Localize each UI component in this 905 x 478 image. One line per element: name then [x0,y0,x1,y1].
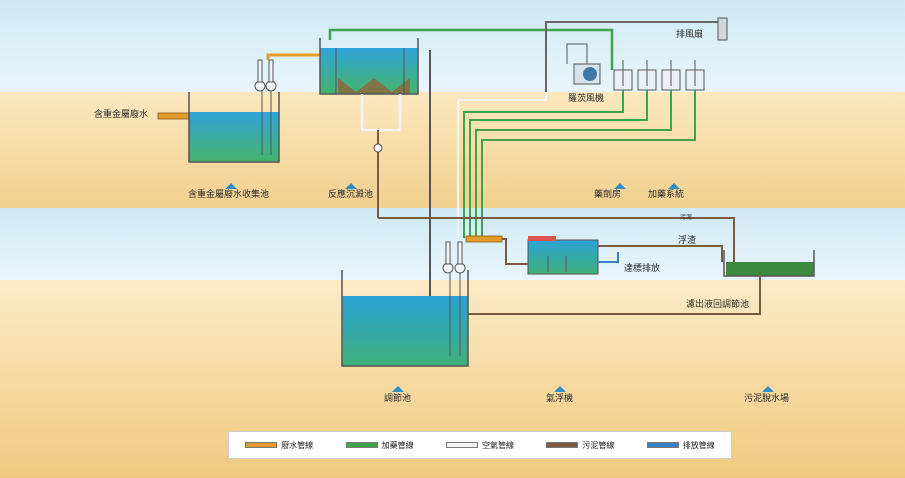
collection-pumps [254,59,277,155]
dosing-lines [463,90,696,238]
legend-item: 廢水管線 [245,440,313,451]
marker-sludge-yard [762,386,774,392]
float-scum-line [598,245,723,262]
label-dosing-system: 加藥系統 [648,190,685,200]
exhaust-unit [717,17,728,41]
marker-regulating-tank [392,386,404,392]
label-regulating-tank: 調節池 [384,394,412,404]
label-reaction-tank: 反應沉澱池 [328,190,374,200]
sky-band-top [0,0,905,92]
label-flotation: 氣浮機 [546,394,574,404]
marker-dosing-system [668,183,680,189]
label-raw-water: 含重金屬廢水 [94,110,149,120]
label-sludge-small: 污泥 [680,214,693,221]
exhaust-frame [545,21,726,92]
marker-dosing-room [614,183,626,189]
legend-label: 污泥管線 [582,440,615,450]
legend-swatch [445,442,478,448]
label-metering-fan: 羅茨風機 [568,94,605,104]
label-sludge-yard: 污泥脫水場 [744,394,790,404]
label-collection-tank: 含重金屬廢水收集池 [188,190,270,200]
ground-band-top [0,92,905,208]
dosing-header-pipe [328,28,614,70]
collection-tank [188,92,280,163]
sludge-line-long [378,217,735,262]
pipe-to-reactor [266,53,322,60]
legend-swatch [345,442,378,448]
marker-flotation [554,386,566,392]
filtrate-return-line [468,276,761,315]
legend-label: 排放管線 [682,440,715,450]
legend-label: 加藥管線 [381,440,414,450]
label-dosing-room: 藥劑房 [594,190,622,200]
regulating-tank [341,270,469,367]
label-filtrate-return: 濾出液回調節池 [686,300,750,310]
legend-swatch [546,442,579,448]
sludge-tank [723,250,815,277]
legend: 廢水管線 加藥管線 空氣管線 污泥管線 排放管線 [228,431,732,459]
regulating-pumps [442,241,466,356]
blower [566,43,601,85]
label-float-scum: 浮渣 [678,236,697,246]
legend-swatch [646,442,679,448]
legend-item: 污泥管線 [546,440,614,451]
marker-reaction-tank [345,183,357,189]
air-line [457,92,547,238]
reaction-tank [319,38,419,95]
legend-label: 空氣管線 [481,440,514,450]
discharge-line [598,252,619,263]
reactor-valve [373,143,383,153]
reactor-sludge-pipe [360,94,402,132]
legend-item: 空氣管線 [445,440,514,451]
legend-swatch [245,442,278,448]
flotation-feed-pipe [465,235,503,243]
to-flotation [502,238,530,265]
label-standard-discharge: 達標排放 [624,264,661,274]
legend-label: 廢水管線 [281,440,314,450]
flotation-machine [527,236,599,275]
legend-item: 加藥管線 [345,440,414,451]
marker-collection-tank [225,183,237,189]
legend-item: 排放管線 [646,440,715,451]
label-exhaust: 排風扇 [676,30,704,40]
